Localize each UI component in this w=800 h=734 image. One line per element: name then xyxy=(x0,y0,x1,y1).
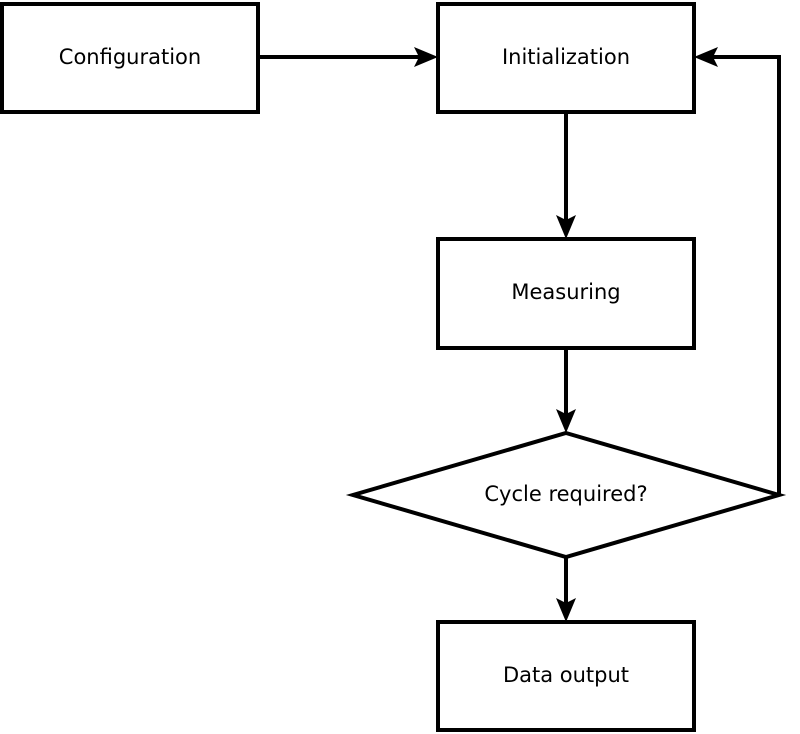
node-configuration[interactable]: Configuration xyxy=(0,2,260,114)
node-measuring-shape[interactable] xyxy=(436,237,696,350)
node-initialization-label: Initialization xyxy=(502,45,630,69)
node-cycle-required-label: Cycle required? xyxy=(484,482,647,506)
edge-cycle-required-to-initialization-loop xyxy=(694,47,781,495)
node-configuration-shape[interactable] xyxy=(0,2,260,114)
arrow-head-down-measuring xyxy=(556,215,576,239)
edge-line-feedback-loop xyxy=(704,55,781,495)
node-measuring[interactable]: Measuring xyxy=(436,237,696,350)
node-initialization[interactable]: Initialization xyxy=(436,2,696,114)
edge-measuring-to-cycle-required xyxy=(556,348,576,433)
node-measuring-label: Measuring xyxy=(511,280,620,304)
arrow-head-right-initialization xyxy=(414,47,438,67)
node-initialization-shape[interactable] xyxy=(436,2,696,114)
arrow-head-down-cycle-required xyxy=(556,409,576,433)
node-data-output-shape[interactable] xyxy=(436,620,696,732)
edge-cycle-required-to-data-output xyxy=(556,557,576,622)
node-cycle-required[interactable]: Cycle required? xyxy=(345,430,787,560)
arrow-head-down-data-output xyxy=(556,598,576,622)
edge-configuration-to-initialization xyxy=(258,47,438,67)
node-data-output[interactable]: Data output xyxy=(436,620,696,732)
edge-initialization-to-measuring xyxy=(556,112,576,239)
node-data-output-label: Data output xyxy=(503,663,629,687)
node-configuration-label: Configuration xyxy=(59,45,201,69)
node-cycle-required-shape[interactable] xyxy=(345,430,787,560)
arrow-head-left-initialization xyxy=(694,47,718,67)
